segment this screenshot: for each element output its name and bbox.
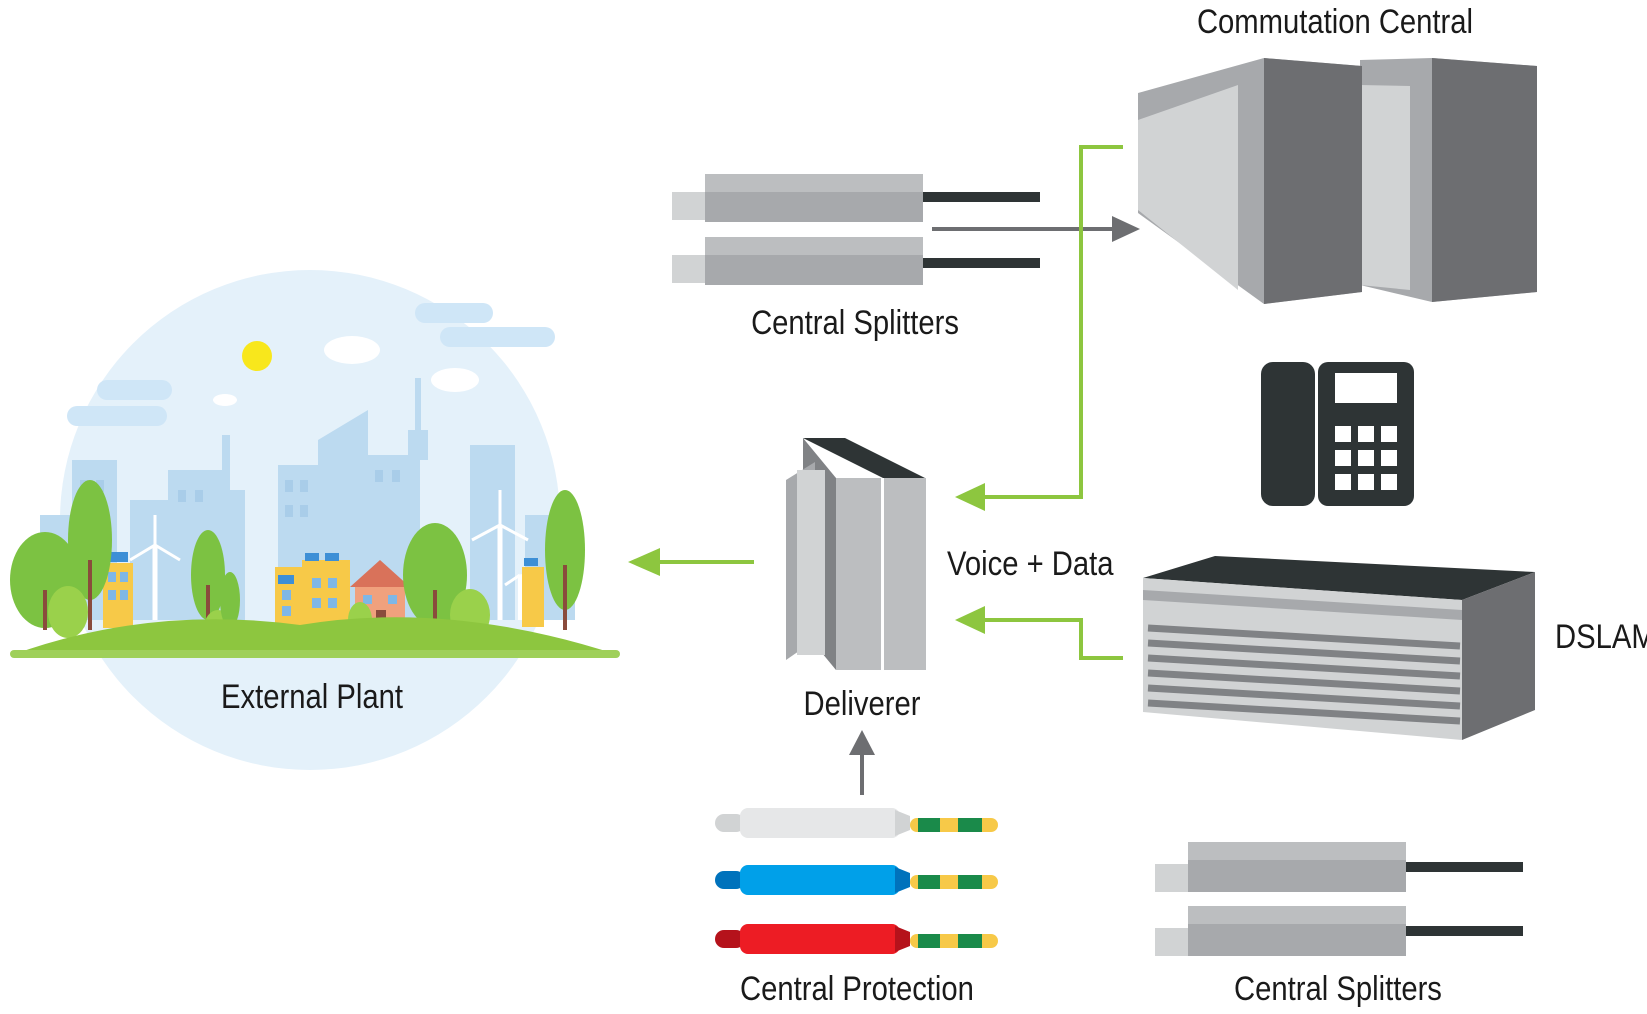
voice-data-label: Voice + Data bbox=[947, 544, 1114, 583]
external-plant-label: External Plant bbox=[221, 677, 403, 716]
gray-arrow-up bbox=[849, 730, 875, 795]
city-illustration bbox=[10, 270, 620, 770]
green-arrow-data bbox=[955, 606, 985, 634]
gray-arrow-right bbox=[932, 216, 1140, 242]
central-protection-label: Central Protection bbox=[740, 969, 974, 1008]
protection-plug-icon bbox=[715, 808, 998, 954]
dslam-label: DSLAM bbox=[1555, 617, 1647, 656]
central-splitters-bottom-label: Central Splitters bbox=[1234, 969, 1442, 1008]
dslam-rack-icon bbox=[1143, 556, 1535, 740]
splitter-icon bbox=[672, 174, 1040, 285]
commutation-central-label: Commutation Central bbox=[1197, 2, 1473, 41]
server-tower-icon bbox=[1138, 58, 1537, 304]
distribution-frame-icon bbox=[786, 438, 926, 670]
green-connector-data bbox=[985, 618, 1123, 660]
green-connector-plant bbox=[628, 548, 754, 576]
green-connector-voice bbox=[985, 145, 1123, 499]
deliverer-label: Deliverer bbox=[804, 684, 921, 723]
central-splitters-top-label: Central Splitters bbox=[751, 303, 959, 342]
splitter-icon bbox=[1155, 842, 1523, 956]
green-arrow-voice bbox=[955, 483, 985, 511]
telephone-icon bbox=[1261, 362, 1414, 506]
